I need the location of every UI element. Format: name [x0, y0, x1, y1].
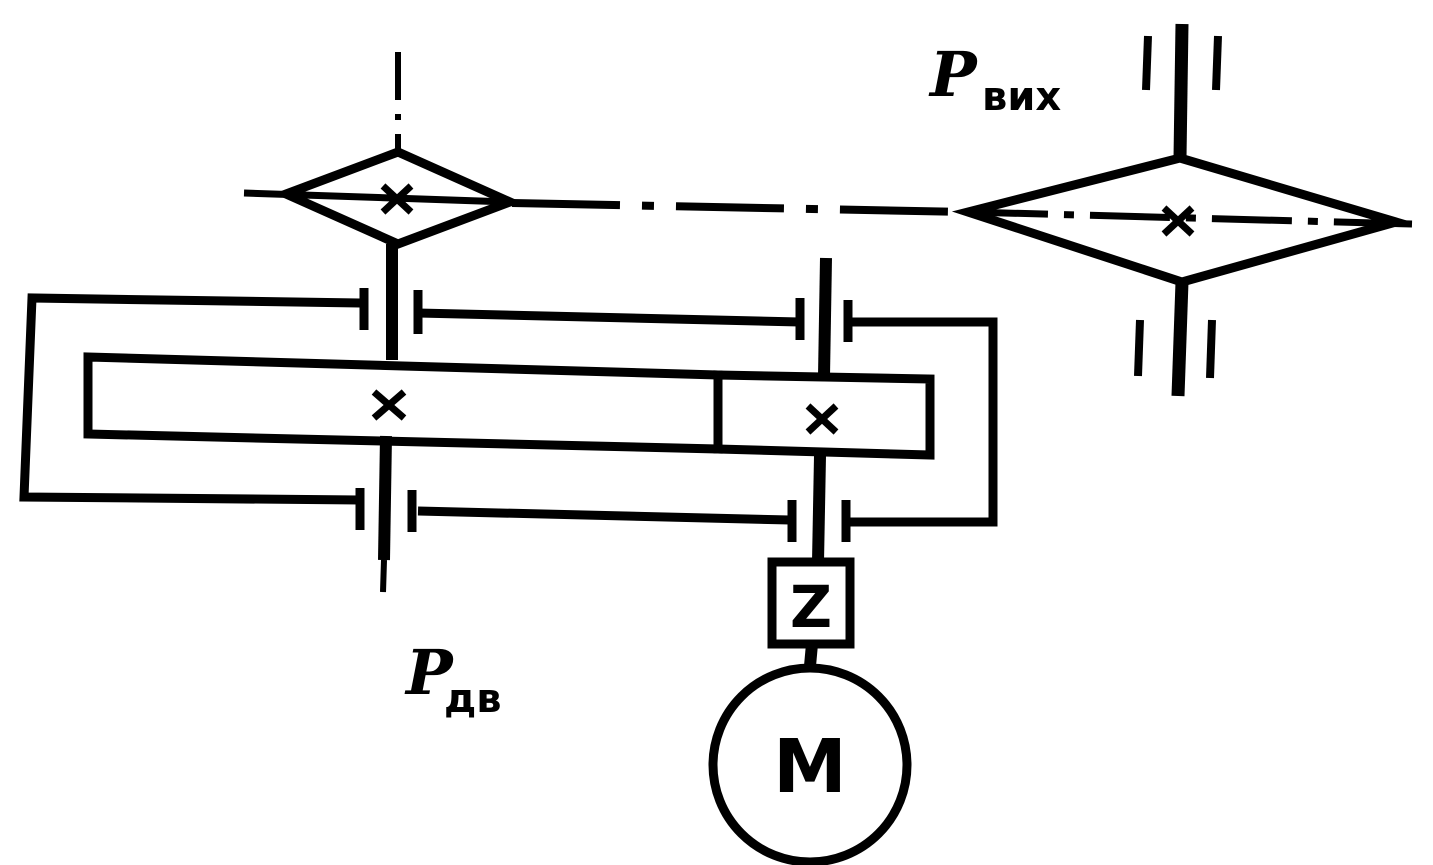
- output-power-symbol: P: [928, 38, 979, 111]
- motor: M: [708, 663, 912, 865]
- right-bearing-upper-right: [1212, 35, 1222, 91]
- right-sprocket: [951, 23, 1413, 397]
- housing-top-middle-wall: [417, 308, 801, 327]
- right-bearing-lower-right: [1206, 319, 1216, 379]
- output-power-subscript: вих: [982, 74, 1061, 120]
- large-gear-center-mark: [371, 389, 407, 421]
- coupling: Z: [767, 557, 855, 667]
- motor-power-symbol: P: [404, 636, 455, 709]
- input-shaft-lower: [812, 455, 826, 563]
- shafts: [378, 244, 832, 593]
- output-shaft-tip: [380, 559, 387, 593]
- motor-shaft: [804, 643, 818, 667]
- gear-pair: [83, 352, 935, 460]
- small-gear-center-mark: [805, 403, 839, 435]
- housing-bottom-middle-wall: [417, 506, 791, 525]
- motor-power-label: P дв: [404, 636, 502, 722]
- right-sprocket-center-mark: [1161, 205, 1195, 237]
- left-sprocket-axis: [243, 189, 511, 206]
- right-bearing-upper-left: [1142, 35, 1152, 91]
- motor-power-subscript: дв: [444, 676, 502, 722]
- small-gear: [713, 370, 935, 460]
- left-sprocket-center-mark: [380, 183, 414, 215]
- output-shaft-lower: [378, 435, 392, 561]
- left-sprocket: [243, 52, 522, 249]
- output-power-label: P вих: [928, 38, 1061, 120]
- bearings: [355, 288, 853, 542]
- coupling-letter: Z: [790, 573, 832, 641]
- gearbox-housing: [19, 293, 998, 527]
- large-gear: [83, 352, 723, 454]
- right-shaft-lower: [1171, 281, 1189, 397]
- right-bearing-lower-left: [1134, 319, 1144, 377]
- input-shaft-upper: [818, 257, 832, 377]
- left-sprocket-body: [274, 147, 522, 249]
- right-shaft-upper: [1173, 23, 1189, 159]
- motor-letter: M: [773, 724, 847, 810]
- right-sprocket-axis: [967, 208, 1413, 228]
- motor-circle: [708, 663, 912, 865]
- chain-transmission-line: [511, 199, 967, 216]
